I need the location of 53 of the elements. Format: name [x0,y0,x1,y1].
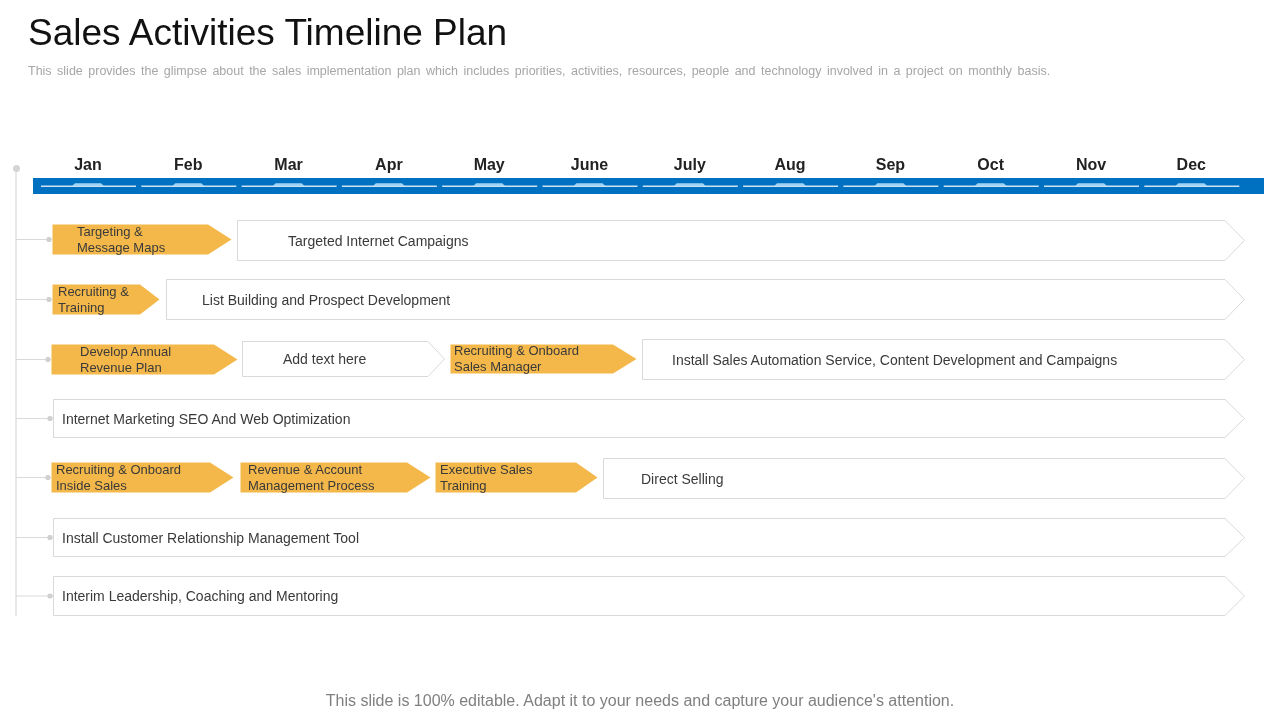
month-label: Aug [774,155,806,175]
activity-tag [52,224,232,255]
task-label: Recruiting & Training [58,283,130,316]
task-label: Interim Leadership, Coaching and Mentoring [62,587,339,605]
activity-tag [51,462,234,493]
activity-band [237,220,1245,261]
connector-line [15,474,52,481]
activity-band [603,458,1245,499]
task-label: Recruiting & Onboard Sales Manager [454,343,580,375]
task-label: Targeted Internet Campaigns [288,232,469,249]
connector-line [15,593,54,599]
activity-tag [52,284,160,315]
activity-band [53,518,1245,557]
activity-tag [51,344,238,375]
connector-line [15,415,54,422]
activity-band [642,339,1245,380]
activity-tag [240,462,431,493]
connector-line [15,534,54,541]
month-label: Apr [375,155,403,175]
connector-line [15,296,53,303]
task-label: Develop Annual Revenue Plan [80,343,173,376]
month-label: Mar [274,155,303,175]
month-label: Dec [1176,155,1206,175]
month-label: Jan [74,155,102,175]
month-label: Feb [174,155,203,175]
task-label: List Building and Prospect Development [202,291,451,308]
task-label: Targeting & Message Maps [77,223,167,256]
slide-title: Sales Activities Timeline Plan [28,11,508,55]
month-label: July [673,155,706,175]
task-label: Install Sales Automation Service, Content Development and Campaigns [672,351,1118,368]
task-label: Revenue & Account Management Process [248,461,376,494]
activity-band [166,279,1245,320]
activity-tag [450,344,637,374]
activity-tag [435,462,598,493]
activity-band [53,576,1245,616]
month-label: Sep [875,155,906,175]
connector-line [15,356,52,363]
dot-icon [12,164,20,172]
task-label: Internet Marketing SEO And Web Optimization [62,410,351,427]
activity-band [242,341,445,377]
task-label: Direct Selling [641,470,724,487]
connector-line [15,236,53,243]
footer-note: This slide is 100% editable. Adapt it to your needs and capture your audience's attention. [325,691,955,710]
task-label: Install Customer Relationship Management Tool [62,529,359,546]
task-label: Add text here [283,350,367,368]
month-label: May [473,155,505,175]
month-label: Oct [977,155,1004,175]
month-label: Nov [1075,155,1107,175]
subtitle-text: This slide provides the glimpse about the sales implementation plan which includes priorities, activities, resources, people and technology involved in a project on monthly basis. [28,64,1051,79]
month-label: June [570,155,609,175]
task-label: Recruiting & Onboard Inside Sales [56,461,182,494]
task-label: Executive Sales Training [440,461,534,494]
activity-band [53,399,1245,438]
